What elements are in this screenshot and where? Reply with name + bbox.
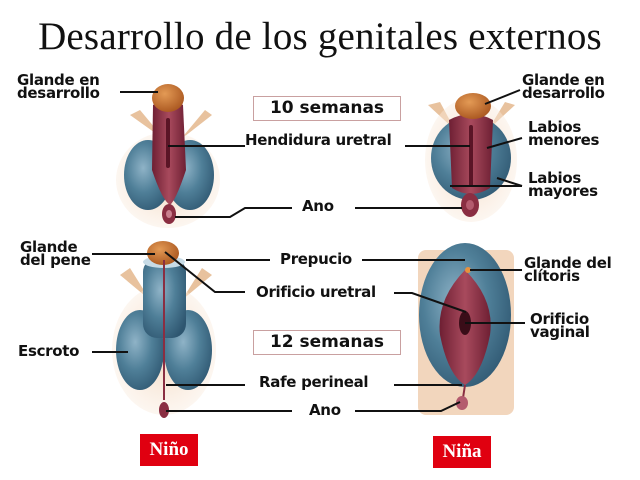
label-rafe-perineal: Rafe perineal [259,373,369,391]
label-hendidura-uretral: Hendidura uretral [245,131,392,149]
tag-nino: Niño [140,434,198,466]
label-orificio-vaginal: Orificio vaginal [530,310,590,341]
page-title: Desarrollo de los genitales externos [38,15,602,58]
female-12-weeks-illustration [418,243,514,415]
label-glande-del-clitoris: Glande del clítoris [524,254,612,285]
tag-nina: Niña [433,436,491,468]
leader-lines [92,89,525,412]
label-ano-10w: Ano [302,197,334,215]
label-prepucio: Prepucio [280,250,352,268]
label-glande-desarrollo-male: Glande en desarrollo [17,71,100,102]
male-10-weeks-illustration [116,84,220,228]
label-ano-12w: Ano [309,401,341,419]
label-escroto: Escroto [18,342,80,360]
label-labios-mayores: Labios mayores [528,169,598,200]
label-glande-desarrollo-female: Glande en desarrollo [522,71,605,102]
female-10-weeks-illustration [425,93,517,222]
label-glande-del-pene: Glande del pene [20,238,91,269]
male-12-weeks-illustration [112,241,216,418]
stage-12-weeks-box: 12 semanas [253,330,401,355]
label-orificio-uretral: Orificio uretral [256,283,376,301]
stage-10-weeks-box: 10 semanas [253,96,401,121]
label-labios-menores: Labios menores [528,118,600,149]
